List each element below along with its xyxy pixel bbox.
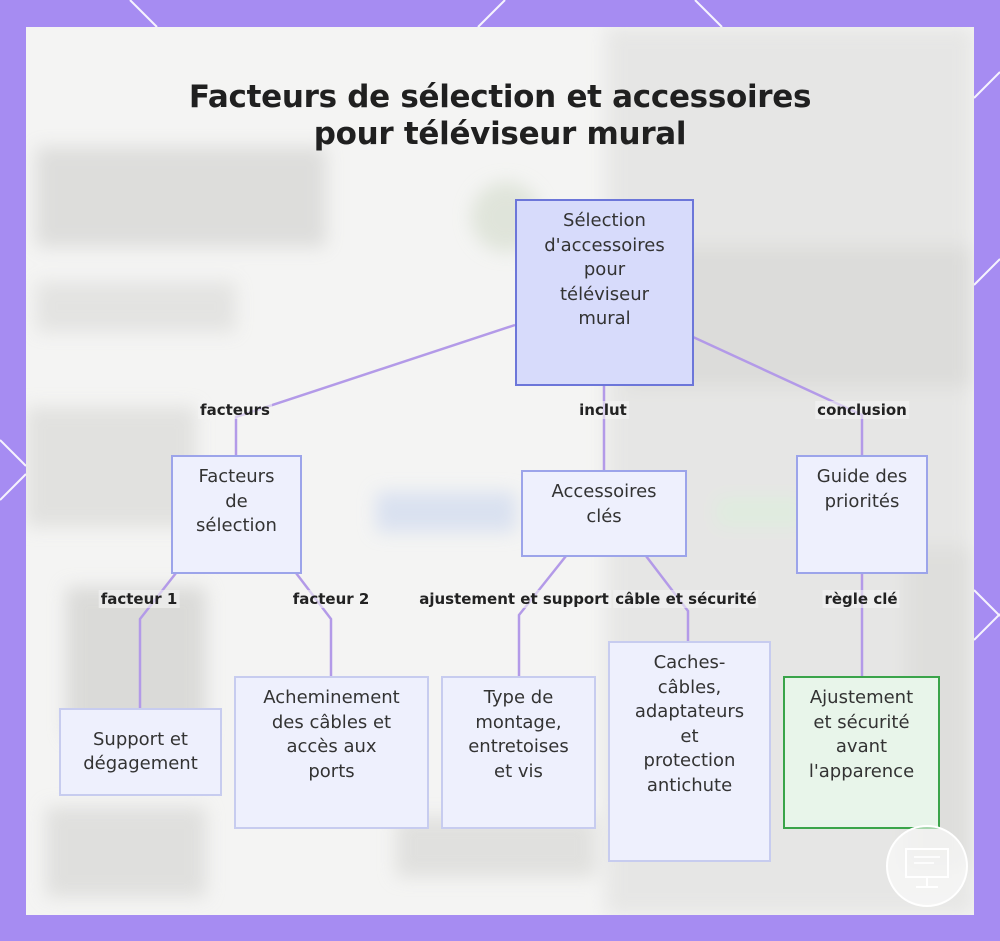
node-guide: Guide des priorités (796, 455, 928, 574)
node-priority-line: et sécurité (813, 711, 910, 733)
node-mounting-line: montage, (475, 711, 562, 733)
node-factors-line: de (225, 490, 248, 512)
node-covers: Caches- câbles, adaptateurs et protectio… (608, 641, 771, 862)
node-priority-line: avant (835, 736, 888, 757)
edge-root-factors (234, 323, 516, 455)
node-factors-line: Facteurs (198, 466, 275, 487)
node-covers-line: Caches- (653, 652, 726, 673)
node-accessories: Accessoires clés (521, 470, 687, 557)
node-routing-line: accès aux (286, 736, 377, 757)
edge-accessories-mounting (517, 555, 567, 676)
edge-accessories-covers (645, 555, 690, 641)
node-root-line: téléviseur (559, 283, 650, 305)
node-mounting-line: et vis (494, 760, 543, 782)
node-support-line: Support et (92, 728, 188, 750)
edge-label-key-rule: règle clé (822, 590, 900, 608)
node-priority: Ajustement et sécurité avant l'apparence (783, 676, 940, 829)
node-covers-line: antichute (646, 774, 733, 796)
edge-factors-routing (295, 572, 333, 676)
node-covers-line: protection (643, 750, 736, 771)
node-covers-line: et (680, 725, 699, 747)
node-routing: Acheminement des câbles et accès aux por… (234, 676, 429, 829)
diagram-title: Facteurs de sélection et accessoires pou… (26, 79, 974, 153)
node-mounting-line: entretoises (468, 736, 569, 757)
node-root-line: pour (583, 259, 626, 280)
node-routing-line: Acheminement (263, 687, 400, 708)
edge-label-cable-safety: câble et sécurité (613, 590, 759, 608)
node-root-line: d'accessoires (544, 234, 665, 256)
node-root-line: mural (578, 308, 631, 329)
node-support: Support et dégagement (59, 708, 222, 796)
node-routing-line: des câbles et (271, 711, 392, 733)
edge-label-factor1: facteur 1 (98, 590, 180, 608)
node-priority-line: Ajustement (809, 687, 914, 708)
node-mounting-line: Type de (483, 687, 554, 708)
node-priority-line: l'apparence (808, 760, 915, 782)
node-root-line: Sélection (563, 210, 646, 231)
node-support-line: dégagement (83, 753, 198, 774)
node-routing-line: ports (308, 760, 355, 782)
node-guide-line: Guide des (816, 466, 908, 487)
edge-label-fit-support: ajustement et support (417, 590, 611, 608)
edge-label-factor2: facteur 2 (290, 590, 372, 608)
title-line-1: Facteurs de sélection et accessoires (188, 79, 812, 115)
title-line-2: pour téléviseur mural (313, 116, 687, 152)
node-mounting: Type de montage, entretoises et vis (441, 676, 596, 829)
edge-label-includes: inclut (577, 401, 629, 419)
node-root: Sélection d'accessoires pour téléviseur … (515, 199, 694, 386)
node-covers-line: adaptateurs (634, 701, 745, 722)
edge-label-conclusion: conclusion (815, 401, 909, 419)
diagram-edges (138, 323, 864, 708)
node-factors-line: sélection (196, 515, 277, 536)
edge-label-factors: facteurs (198, 401, 272, 419)
edge-factors-support (138, 572, 177, 708)
node-factors: Facteurs de sélection (171, 455, 302, 574)
node-accessories-line: Accessoires (551, 481, 657, 502)
node-accessories-line: clés (586, 505, 622, 527)
node-guide-line: priorités (824, 490, 900, 512)
brand-logo-icon (886, 825, 968, 907)
diagram-card: Facteurs de sélection et accessoires pou… (26, 27, 974, 915)
edge-root-guide (692, 335, 864, 455)
node-covers-line: câbles, (657, 676, 722, 698)
